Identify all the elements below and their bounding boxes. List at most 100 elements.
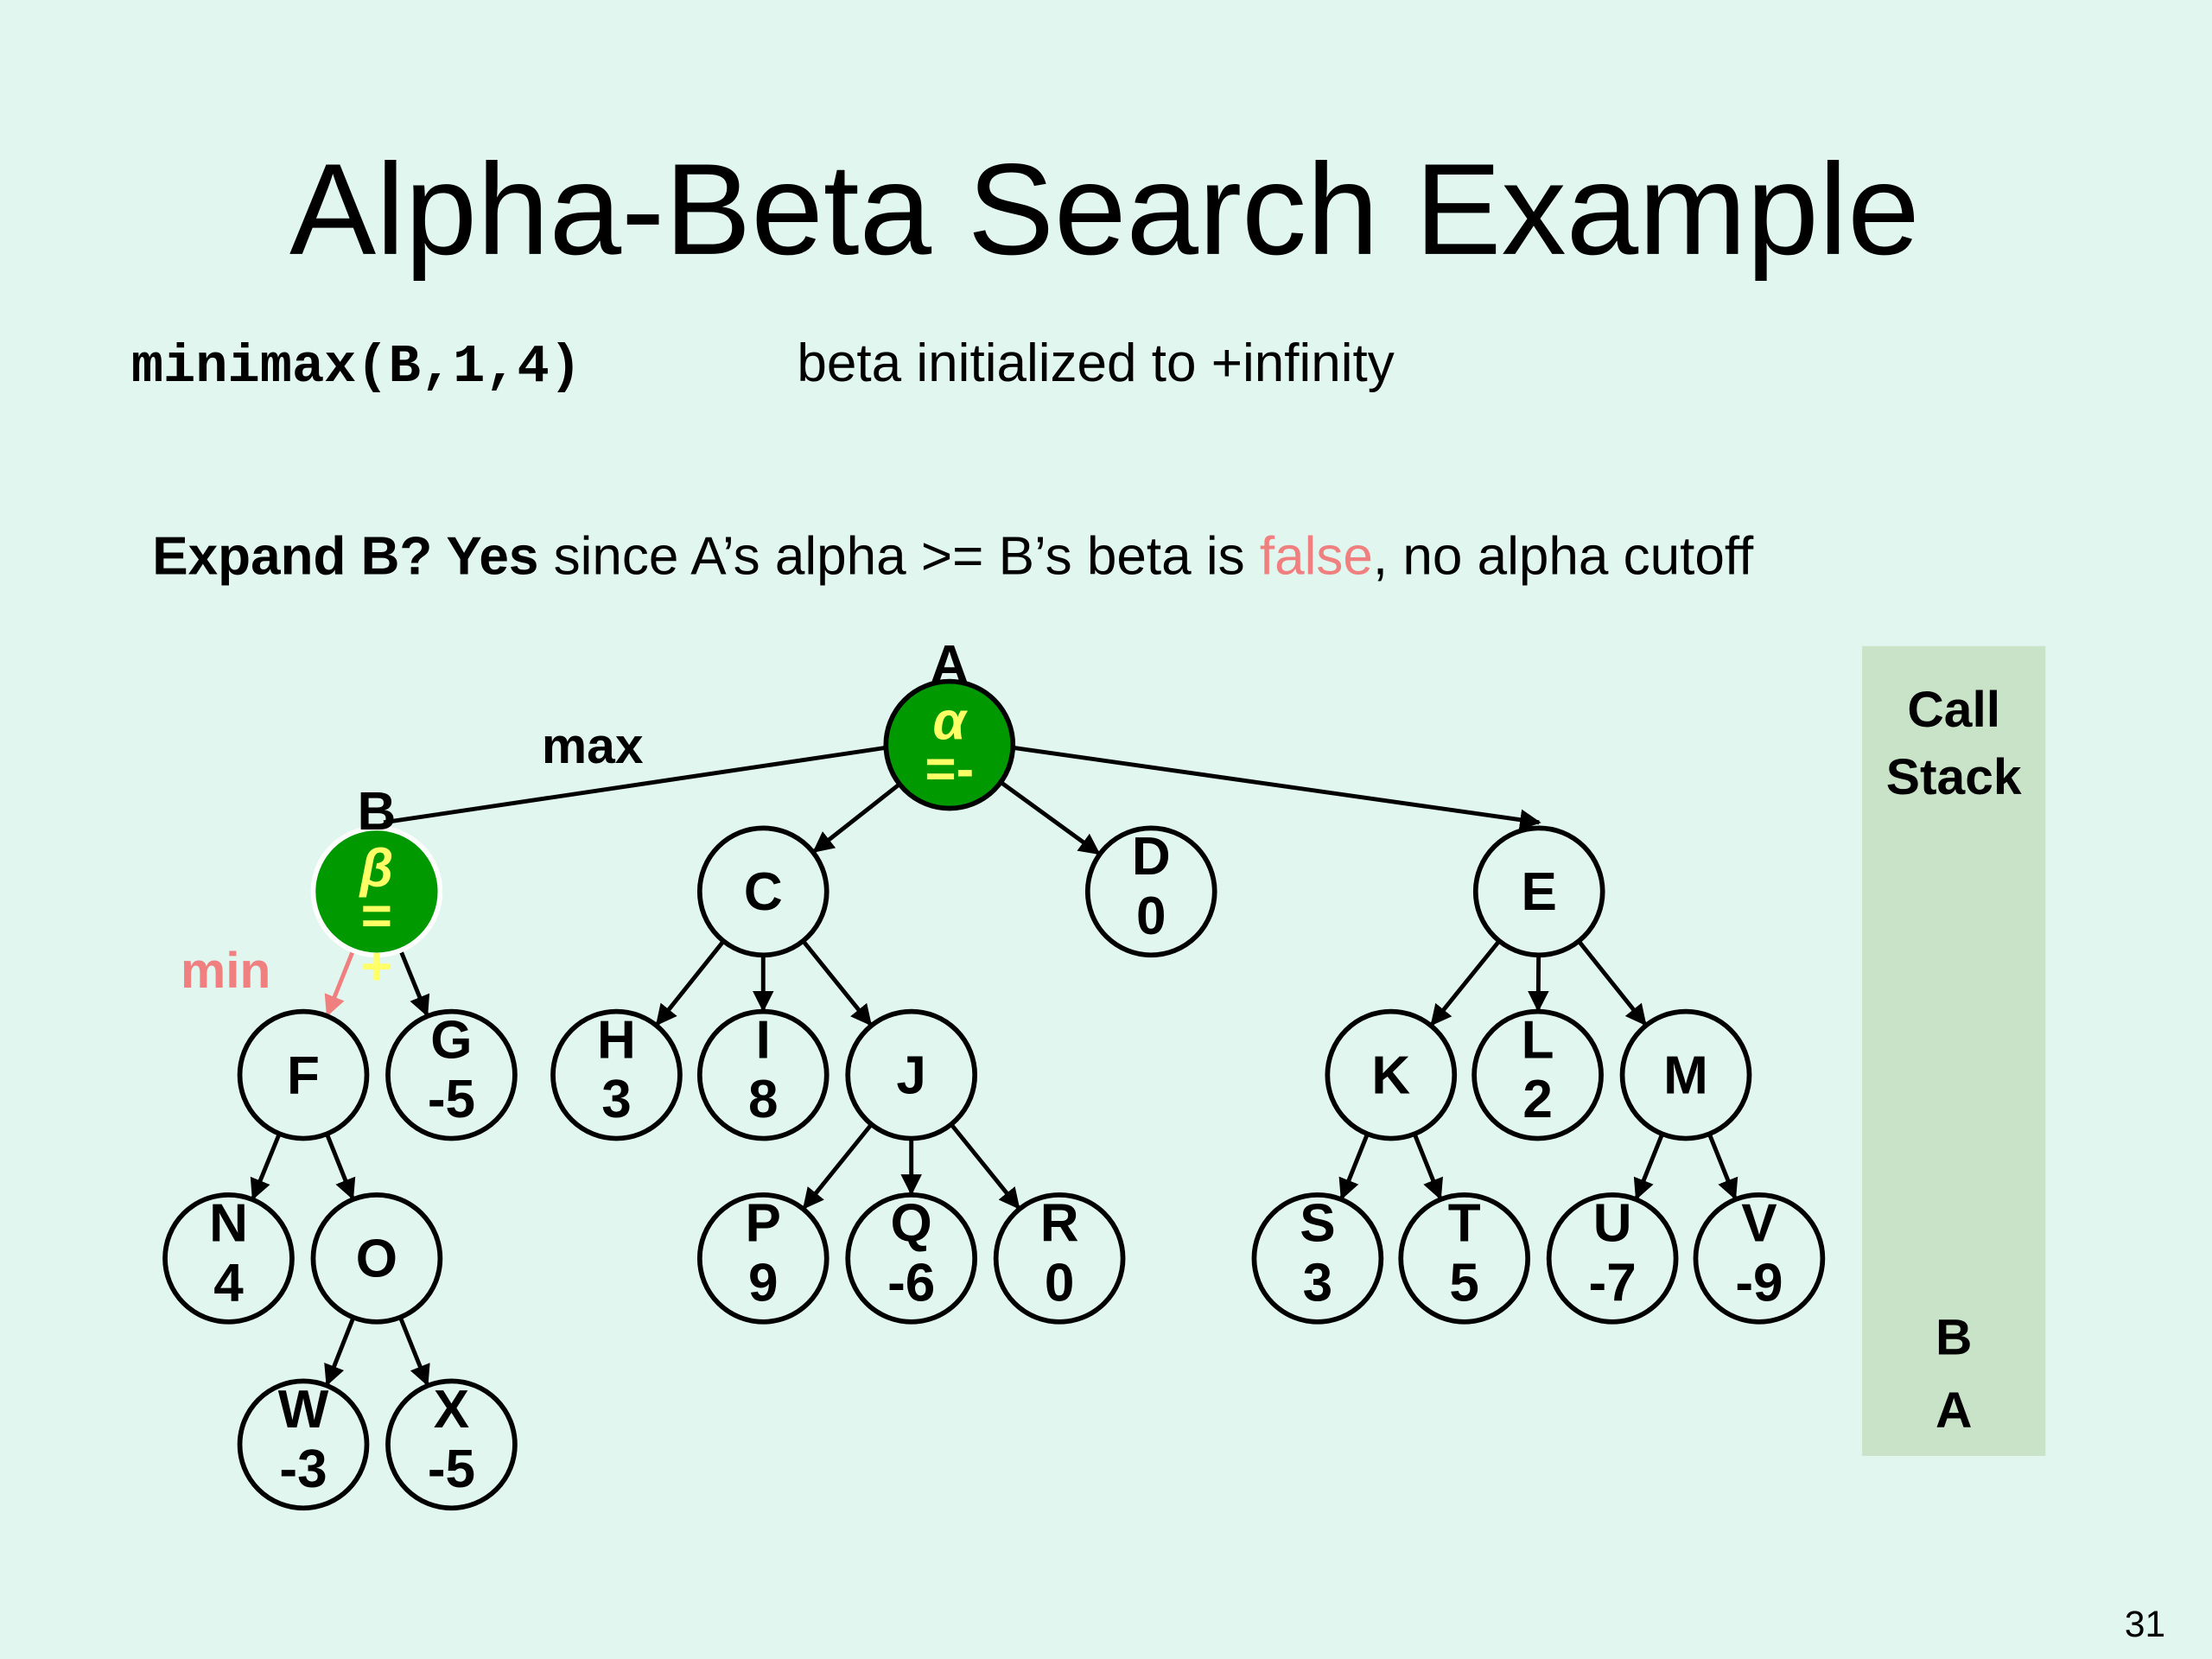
function-call: minimax(B,1,4)	[131, 336, 582, 397]
node-letter: L	[1522, 1010, 1554, 1070]
node-U: U-7	[1546, 1192, 1679, 1325]
node-letter: I	[756, 1010, 771, 1070]
node-circle	[845, 1192, 978, 1325]
edge-O-W	[324, 1316, 356, 1387]
expand-statement: Expand B? Yes since A’s alpha >= B’s bet…	[152, 526, 1754, 586]
node-bound: +	[361, 938, 392, 997]
node-value: 4	[213, 1253, 244, 1313]
call-stack-title-2: Stack	[1886, 749, 2022, 805]
node-circle	[550, 1008, 683, 1141]
node-circle	[1325, 1008, 1458, 1141]
max-label: max	[542, 718, 644, 774]
node-value: 3	[601, 1070, 632, 1129]
node-value: -6	[887, 1253, 935, 1313]
node-letter: D	[1132, 827, 1171, 887]
node-circle	[385, 1008, 518, 1141]
node-value: 5	[1449, 1253, 1478, 1313]
edge-M-U	[1633, 1133, 1665, 1200]
edge-B-G	[398, 949, 430, 1017]
node-letter: F	[287, 1046, 320, 1105]
edge-O-X	[398, 1316, 430, 1387]
node-bound: =-	[925, 740, 974, 799]
node-circle	[237, 1378, 370, 1511]
node-letter: J	[896, 1046, 926, 1105]
edge-A-C	[812, 782, 901, 854]
edge-B-F	[324, 950, 355, 1017]
node-circle	[696, 1192, 830, 1325]
node-C: C	[696, 825, 830, 958]
node-letter: E	[1522, 862, 1557, 922]
node-circle	[696, 1008, 830, 1141]
node-greek: α	[933, 692, 969, 752]
node-circle	[1084, 825, 1217, 958]
node-letter: G	[430, 1010, 472, 1070]
node-H: H3	[550, 1008, 683, 1141]
node-circle	[1471, 1008, 1604, 1141]
node-circle	[237, 1008, 370, 1141]
node-circle	[162, 1192, 295, 1325]
node-circle	[1619, 1008, 1752, 1141]
node-circle	[310, 825, 443, 958]
node-L: L2	[1471, 1008, 1604, 1141]
node-value: 0	[1136, 887, 1166, 946]
expand-highlight: false	[1260, 526, 1373, 586]
node-value: -7	[1589, 1253, 1637, 1313]
edge-A-D	[999, 780, 1101, 855]
node-letter: S	[1300, 1194, 1335, 1254]
edge-A-B	[383, 745, 887, 825]
node-Q: Q-6	[845, 1192, 978, 1325]
node-circle	[1546, 1192, 1679, 1325]
call-stack-frame: A	[1936, 1382, 1972, 1439]
node-letter: V	[1741, 1194, 1777, 1254]
node-value: 9	[748, 1253, 779, 1313]
node-letter: Q	[891, 1194, 932, 1254]
node-value: 8	[748, 1070, 779, 1129]
node-letter: W	[278, 1380, 329, 1440]
node-M: M	[1619, 1008, 1752, 1141]
node-R: R0	[993, 1192, 1126, 1325]
edge-C-H	[655, 939, 726, 1027]
node-letter: A	[930, 635, 969, 695]
node-K: K	[1325, 1008, 1458, 1141]
node-circle	[1398, 1192, 1531, 1325]
node-circle	[993, 1192, 1126, 1325]
call-stack: Call Stack B A	[1862, 645, 2046, 1456]
node-J: J	[845, 1008, 978, 1141]
node-circle	[883, 678, 1016, 811]
min-label: min	[181, 943, 270, 999]
node-letter: X	[434, 1380, 469, 1440]
node-letter: B	[358, 782, 397, 842]
node-letter: C	[744, 862, 783, 922]
node-value: -5	[428, 1070, 475, 1129]
node-value: 0	[1045, 1253, 1075, 1313]
node-letter: T	[1448, 1194, 1481, 1254]
node-value: -9	[1735, 1253, 1783, 1313]
node-N: N4	[162, 1192, 295, 1325]
node-bound: =	[361, 887, 392, 946]
slide-title: Alpha-Beta Search Example	[289, 137, 1920, 282]
expand-text-1: since A’s alpha >= B’s beta is	[538, 526, 1260, 586]
node-S: S3	[1251, 1192, 1384, 1325]
expand-bold: Expand B? Yes	[152, 526, 538, 586]
node-W: W-3	[237, 1378, 370, 1511]
node-circle	[1472, 825, 1605, 958]
node-greek: β	[359, 838, 394, 898]
call-stack-frame: B	[1936, 1309, 1972, 1365]
edge-J-P	[802, 1122, 874, 1210]
node-value: 2	[1522, 1070, 1552, 1129]
edge-A-E	[1012, 745, 1541, 830]
edge-M-V	[1707, 1133, 1738, 1200]
node-letter: O	[356, 1230, 397, 1289]
edge-K-T	[1412, 1133, 1443, 1200]
node-value: -3	[279, 1440, 327, 1499]
node-letter: P	[746, 1194, 781, 1254]
edge-K-S	[1338, 1133, 1370, 1200]
node-circle	[1693, 1192, 1826, 1325]
node-V: V-9	[1693, 1192, 1826, 1325]
node-letter: N	[209, 1194, 248, 1254]
node-circle	[310, 1192, 443, 1325]
node-B: Bβ=+	[310, 782, 443, 997]
node-A: Aα=-	[883, 635, 1016, 811]
node-T: T5	[1398, 1192, 1531, 1325]
